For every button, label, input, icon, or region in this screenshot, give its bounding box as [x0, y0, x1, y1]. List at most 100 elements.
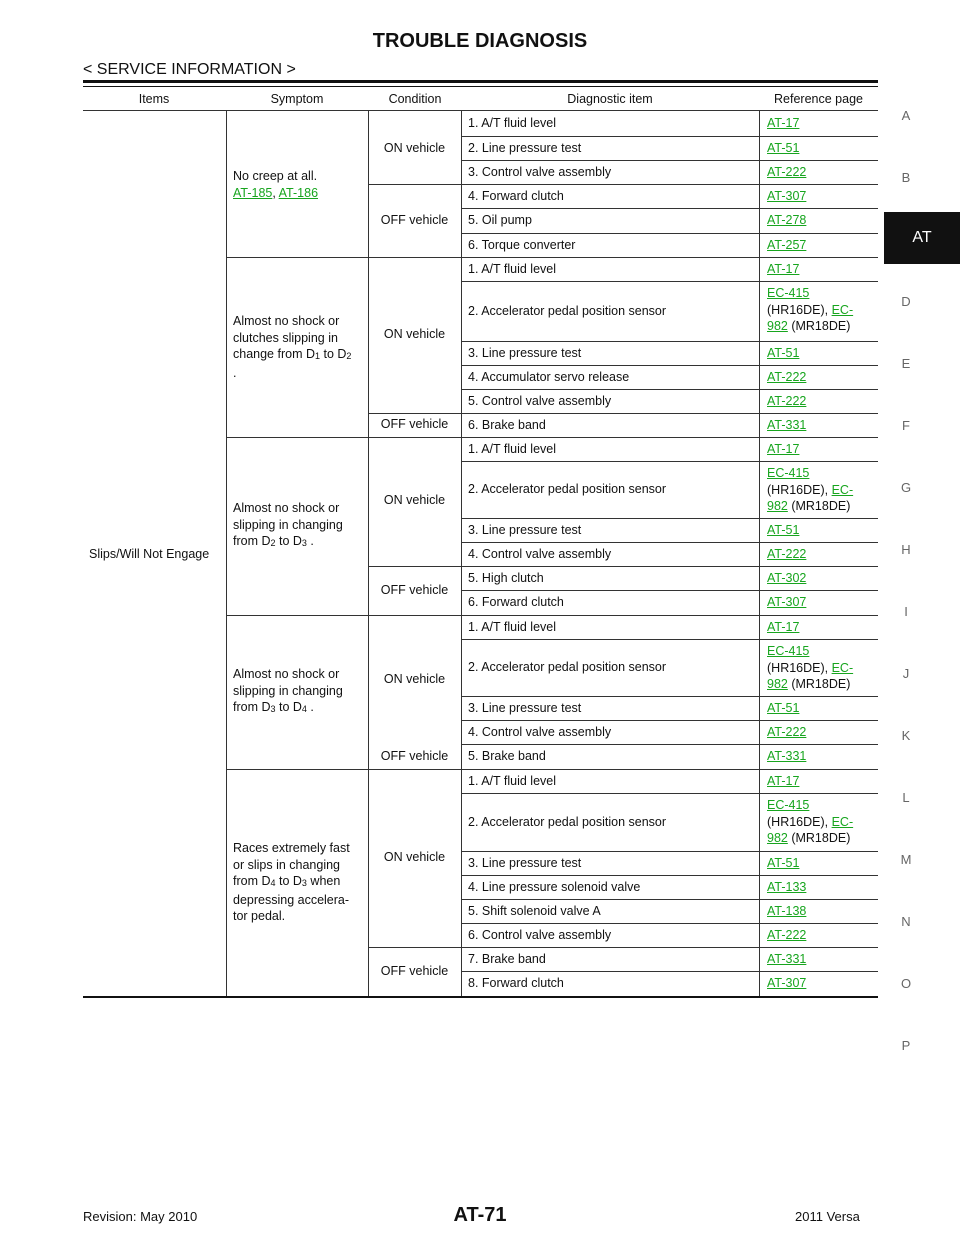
side-index-letter[interactable]: P [901, 1038, 911, 1053]
grid-line [368, 110, 369, 996]
side-index-letter[interactable]: F [902, 418, 910, 433]
diagnostic-item: 6. Torque converter [468, 237, 576, 252]
side-index-letter[interactable]: L [902, 790, 910, 805]
diagnostic-item: 5. Shift solenoid valve A [468, 903, 601, 918]
ref-link[interactable]: AT-17 [767, 116, 800, 131]
ref-link[interactable]: AT-222 [767, 393, 807, 408]
grid-line [226, 437, 878, 438]
ref-link[interactable]: EC- [831, 482, 854, 497]
ref-link[interactable]: EC-415 [767, 798, 810, 812]
side-index-letter[interactable]: G [900, 480, 912, 495]
side-index-letter[interactable]: I [904, 604, 908, 619]
grid-line [461, 160, 878, 161]
col-header-condition: Condition [388, 92, 442, 106]
symptom-1: No creep at all. AT-185, AT-186 [233, 168, 318, 201]
symptom-4: Almost no shock or slipping in changing … [233, 666, 343, 718]
diagnostic-item: 3. Line pressure test [468, 700, 582, 715]
ref-link[interactable]: AT-302 [767, 570, 807, 585]
ref-link[interactable]: AT-51 [767, 522, 800, 537]
side-index-letter[interactable]: B [901, 170, 911, 185]
ref-link[interactable]: AT-222 [767, 369, 807, 384]
reference-cell: AT-17 [767, 773, 799, 790]
ref-link[interactable]: AT-51 [767, 855, 800, 870]
reference-cell: AT-17 [767, 115, 799, 132]
ref-link[interactable]: 982 [767, 499, 788, 513]
ref-link[interactable]: AT-51 [767, 345, 800, 360]
symptom-text: . [233, 365, 237, 380]
ref-note: (HR16DE), [767, 302, 832, 317]
ref-link[interactable]: AT-331 [767, 749, 807, 764]
reference-cell: AT-51 [767, 700, 799, 717]
symptom-text: . [306, 534, 314, 548]
ref-link[interactable]: AT-331 [767, 417, 807, 432]
ref-link[interactable]: AT-17 [767, 441, 800, 456]
symptom-text: from D [233, 700, 271, 714]
diagnostic-item: 5. Brake band [468, 749, 546, 764]
ref-link[interactable]: AT-51 [767, 140, 800, 155]
ref-link[interactable]: EC-415 [767, 644, 810, 658]
ref-link[interactable]: AT-257 [767, 237, 807, 252]
reference-cell: AT-51 [767, 140, 799, 157]
ref-link[interactable]: EC- [831, 660, 854, 675]
ref-link[interactable]: 982 [767, 677, 788, 691]
diagnostic-item: 4. Forward clutch [468, 188, 564, 203]
ref-link[interactable]: AT-17 [767, 773, 800, 788]
diagnostic-item: 6. Control valve assembly [468, 927, 612, 942]
ref-link[interactable]: AT-138 [767, 903, 807, 918]
reference-cell: AT-51 [767, 522, 799, 539]
side-index-letter[interactable]: J [902, 666, 910, 681]
ref-link[interactable]: AT-222 [767, 546, 807, 561]
symptom-text: or slips in changing [233, 857, 341, 872]
ref-link[interactable]: AT-222 [767, 164, 807, 179]
ref-link[interactable]: EC- [831, 814, 854, 829]
reference-cell: AT-307 [767, 188, 806, 205]
ref-link[interactable]: AT-307 [767, 595, 807, 610]
subscript: 3 [270, 704, 276, 714]
side-index-letter[interactable]: O [900, 976, 912, 991]
diagnostic-item: 2. Accelerator pedal position sensor [468, 814, 667, 829]
condition-cell: OFF vehicle [380, 213, 449, 227]
side-index-letter[interactable]: A [901, 108, 911, 123]
side-index-letter[interactable]: N [901, 914, 911, 929]
reference-cell: AT-222 [767, 393, 806, 410]
ref-link[interactable]: AT-222 [767, 927, 807, 942]
header-rule-thin [83, 86, 878, 87]
side-index-letter[interactable]: K [901, 728, 911, 743]
ref-note: (HR16DE), [767, 660, 832, 675]
grid-line [461, 281, 878, 282]
ref-link[interactable]: AT-278 [767, 213, 807, 228]
side-tab-active[interactable]: AT [884, 212, 960, 264]
condition-cell: ON vehicle [383, 493, 446, 507]
page-title: TROUBLE DIAGNOSIS [372, 30, 588, 52]
ref-link[interactable]: AT-17 [767, 619, 800, 634]
ref-link[interactable]: AT-331 [767, 951, 807, 966]
diagnostic-item: 4. Accumulator servo release [468, 369, 630, 384]
ref-link[interactable]: EC- [831, 302, 854, 317]
ref-link[interactable]: AT-307 [767, 976, 807, 991]
ref-link[interactable]: AT-222 [767, 724, 807, 739]
ref-link[interactable]: AT-307 [767, 188, 807, 203]
condition-cell: ON vehicle [383, 141, 446, 155]
ref-link[interactable]: 982 [767, 831, 788, 845]
grid-line [461, 923, 878, 924]
ref-link[interactable]: EC-415 [767, 466, 810, 480]
ref-link[interactable]: AT-17 [767, 261, 800, 276]
side-index-letter[interactable]: E [901, 356, 911, 371]
reference-cell: AT-51 [767, 345, 799, 362]
ref-link[interactable]: AT-185 [233, 185, 273, 200]
grid-line [461, 233, 878, 234]
diagnostic-item: 5. Oil pump [468, 213, 532, 228]
reference-cell: AT-331 [767, 417, 806, 434]
ref-link[interactable]: EC-415 [767, 286, 810, 300]
condition-cell: ON vehicle [383, 850, 446, 864]
side-index-letter[interactable]: D [901, 294, 911, 309]
ref-link[interactable]: AT-186 [278, 185, 319, 200]
ref-link[interactable]: 982 [767, 319, 788, 333]
symptom-text: when [306, 874, 341, 888]
side-index-letter[interactable]: M [900, 852, 912, 867]
ref-note: (MR18DE) [787, 831, 851, 845]
ref-link[interactable]: AT-51 [767, 700, 800, 715]
side-index-letter[interactable]: H [901, 542, 911, 557]
grid-line [461, 899, 878, 900]
ref-link[interactable]: AT-133 [767, 879, 807, 894]
